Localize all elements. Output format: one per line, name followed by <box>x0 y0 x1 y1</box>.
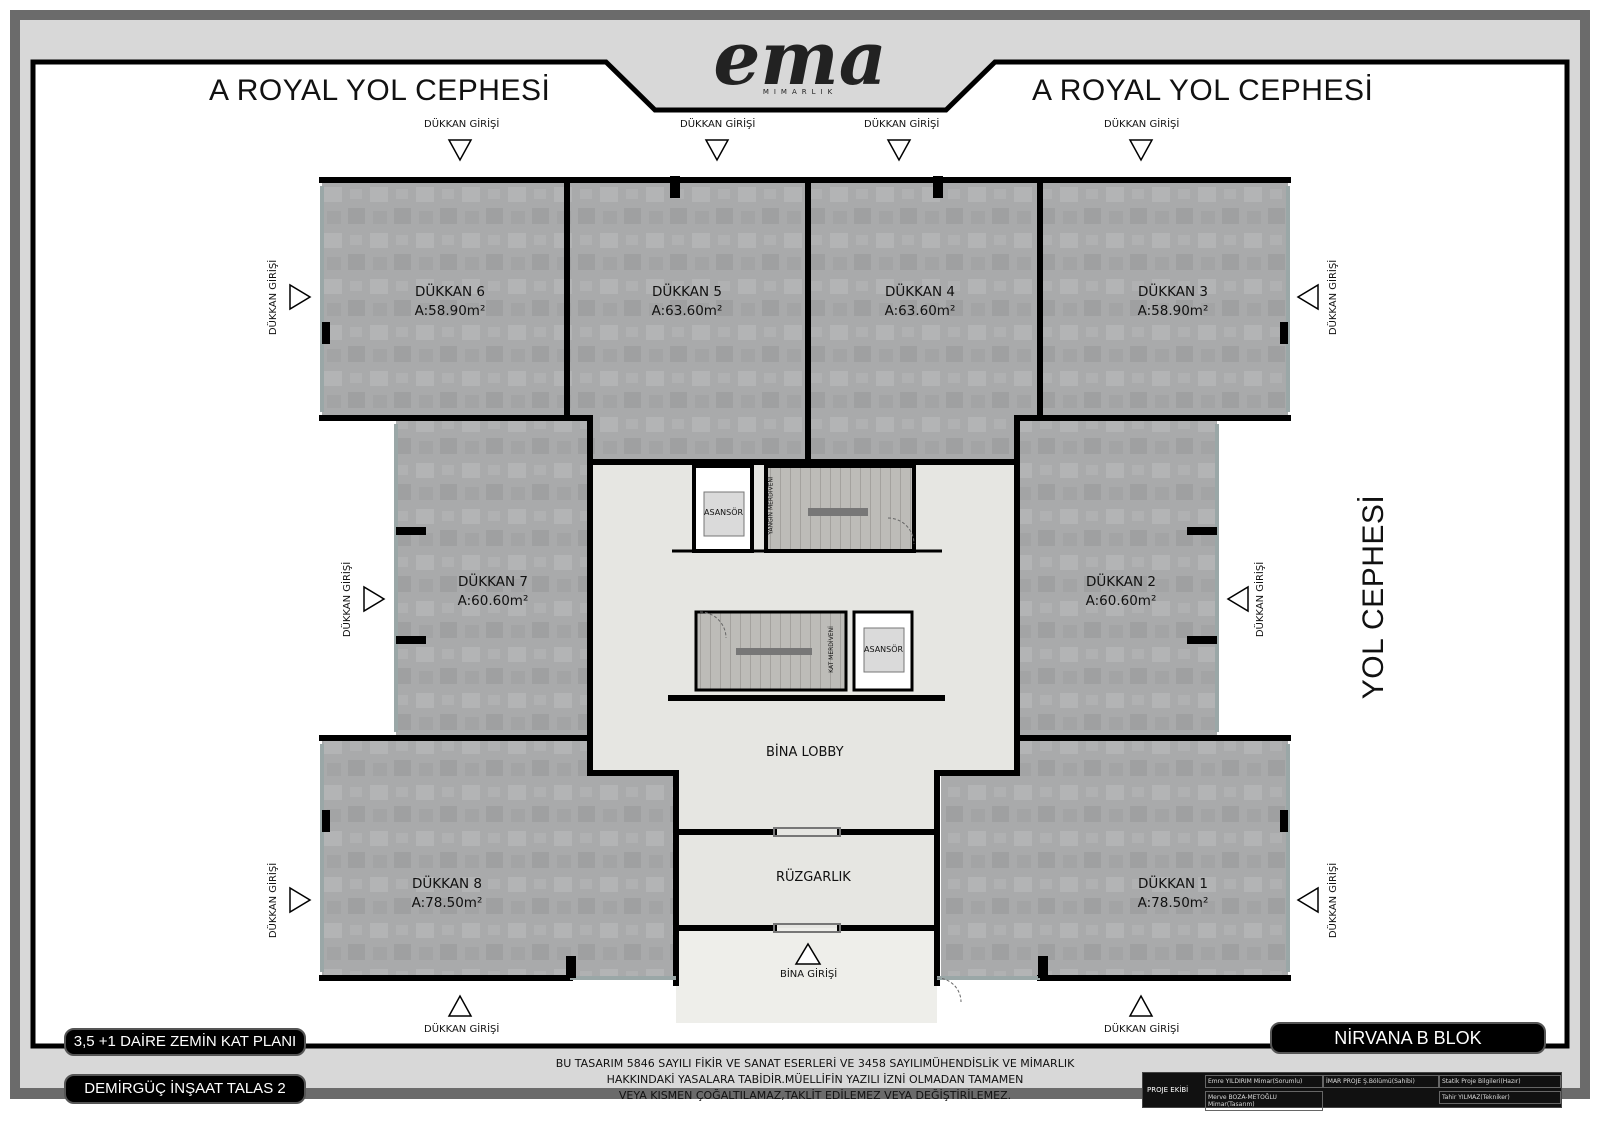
title-side: YOL CEPHESİ <box>1357 494 1391 700</box>
walls <box>319 177 1291 986</box>
project-team-box: PROJE EKİBİ Emre YILDIRIM Mimar(Sorumlu)… <box>1142 1072 1562 1111</box>
main-stair-landing <box>736 648 812 655</box>
arrow-right-icon <box>289 886 312 914</box>
fire-stair-landing <box>808 508 868 516</box>
arrow-down-icon <box>447 139 473 162</box>
lobby-floor <box>590 462 1017 1022</box>
shop-8-floor <box>322 738 676 978</box>
lobby-label: BİNA LOBBY <box>766 745 844 760</box>
elevator-2-car <box>863 627 905 673</box>
arrow-right-icon <box>289 283 312 311</box>
arrow-up-icon <box>794 942 822 965</box>
arrow-left-icon <box>1226 585 1249 613</box>
title-right: A ROYAL YOL CEPHESİ <box>1032 74 1374 107</box>
arrow-down-icon <box>1128 139 1154 162</box>
entrance-label: DÜKKAN GİRİŞİ <box>1104 1024 1180 1035</box>
arrow-down-icon <box>704 139 730 162</box>
entrance-label: DÜKKAN GİRİŞİ <box>268 259 280 336</box>
svg-text:MIMARLIK: MIMARLIK <box>763 88 837 96</box>
entrance-label: DÜKKAN GİRİŞİ <box>424 1024 500 1035</box>
columns <box>322 176 1288 978</box>
project-name-pill: DEMİRGÜÇ İNŞAAT TALAS 2 BLOK <box>64 1074 306 1123</box>
shop-3-floor <box>1040 178 1288 418</box>
glazing <box>320 186 1290 980</box>
entrance-label: DÜKKAN GİRİŞİ <box>1104 119 1180 130</box>
info-cell: Emre YILDIRIM Mimar(Sorumlu) <box>1205 1075 1323 1088</box>
building-entrance-floor <box>676 928 937 1023</box>
building-entrance-label: BİNA GİRİŞİ <box>780 969 838 980</box>
entrance-label: DÜKKAN GİRİŞİ <box>342 561 354 638</box>
arrow-up-icon <box>447 994 473 1017</box>
project-team-label: PROJE EKİBİ <box>1147 1086 1189 1094</box>
plan-name-pill: 3,5 +1 DAİRE ZEMİN KAT PLANI <box>64 1028 306 1056</box>
shop-7-floor <box>396 420 590 736</box>
main-stair-label: KAT MERDİVENİ <box>827 626 835 673</box>
windbreak-label: RÜZGARLIK <box>776 870 851 885</box>
door-swings <box>699 517 962 1003</box>
entrance-label: DÜKKAN GİRİŞİ <box>680 119 756 130</box>
legal-notice: BU TASARIM 5846 SAYILI FİKİR VE SANAT ES… <box>555 1057 1075 1102</box>
entrance-label: DÜKKAN GİRİŞİ <box>1328 862 1340 939</box>
entrance-label: DÜKKAN GİRİŞİ <box>424 119 500 130</box>
info-cell: İMAR PROJE Ş.Bölümü(Sahibi) <box>1323 1075 1439 1088</box>
elevator-1-label: ASANSÖR <box>704 508 744 517</box>
info-cell: Tahir YILMAZ(Tekniker) <box>1439 1091 1561 1104</box>
arrow-left-icon <box>1296 283 1319 311</box>
entrance-label: DÜKKAN GİRİŞİ <box>268 862 280 939</box>
shop-6-floor <box>322 178 567 418</box>
elevator-2-label: ASANSÖR <box>864 645 904 654</box>
entrance-label: DÜKKAN GİRİŞİ <box>864 119 940 130</box>
rüzgarlık-doors <box>773 827 841 933</box>
arrow-right-icon <box>363 585 386 613</box>
shop-1-floor <box>941 738 1288 978</box>
info-cell: Statik Proje Bilgileri(Hazır) <box>1439 1075 1561 1088</box>
svg-text:ema: ema <box>713 16 886 102</box>
entrance-label: DÜKKAN GİRİŞİ <box>1255 561 1267 638</box>
info-cell: Merve BOZA-METOĞLU Mimar(Tasarım) <box>1205 1091 1323 1111</box>
block-name-pill: NİRVANA B BLOK <box>1270 1022 1546 1054</box>
ema-logo: ema MIMARLIK <box>713 16 886 102</box>
elevator-1-car <box>703 491 745 537</box>
fire-stair-label: YANGIN MERDİVENİ <box>767 476 775 535</box>
arrow-down-icon <box>886 139 912 162</box>
shop-2-floor <box>1017 420 1217 736</box>
arrow-up-icon <box>1128 994 1154 1017</box>
entrance-label: DÜKKAN GİRİŞİ <box>1328 259 1340 336</box>
shop-5-floor <box>567 178 808 462</box>
shop-4-floor <box>808 178 1040 462</box>
arrow-left-icon <box>1296 886 1319 914</box>
title-left: A ROYAL YOL CEPHESİ <box>209 74 551 107</box>
entrance-arrows <box>289 139 1319 1017</box>
